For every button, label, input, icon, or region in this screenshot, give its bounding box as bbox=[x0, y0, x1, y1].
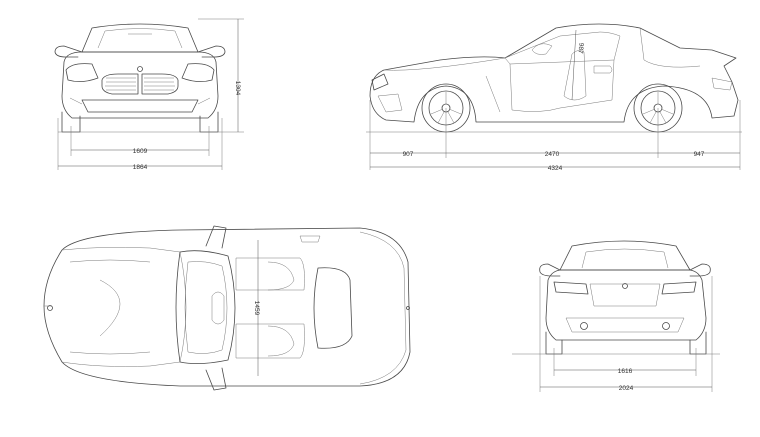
dimension-front-height: 1304 bbox=[234, 81, 241, 96]
dimension-seat-height: 987 bbox=[577, 42, 585, 54]
dimension-interior-width: 1459 bbox=[253, 301, 260, 316]
dimension-front-width: 1864 bbox=[133, 164, 148, 171]
dimension-rear-track: 1616 bbox=[618, 368, 633, 375]
dimension-front-track: 1609 bbox=[133, 148, 148, 155]
dimension-front-overhang: 907 bbox=[403, 151, 414, 158]
top-view: 1459 bbox=[43, 225, 411, 391]
dimension-width-mirrors: 2024 bbox=[619, 385, 634, 392]
front-view: 1304 1609 1864 bbox=[54, 18, 244, 171]
dimension-length: 4324 bbox=[548, 165, 563, 172]
side-view: 987 907 2470 947 4324 bbox=[366, 23, 742, 172]
dimension-wheelbase: 2470 bbox=[545, 151, 560, 158]
rear-view: 1616 2024 bbox=[512, 240, 720, 392]
dimension-rear-overhang: 947 bbox=[694, 151, 705, 158]
